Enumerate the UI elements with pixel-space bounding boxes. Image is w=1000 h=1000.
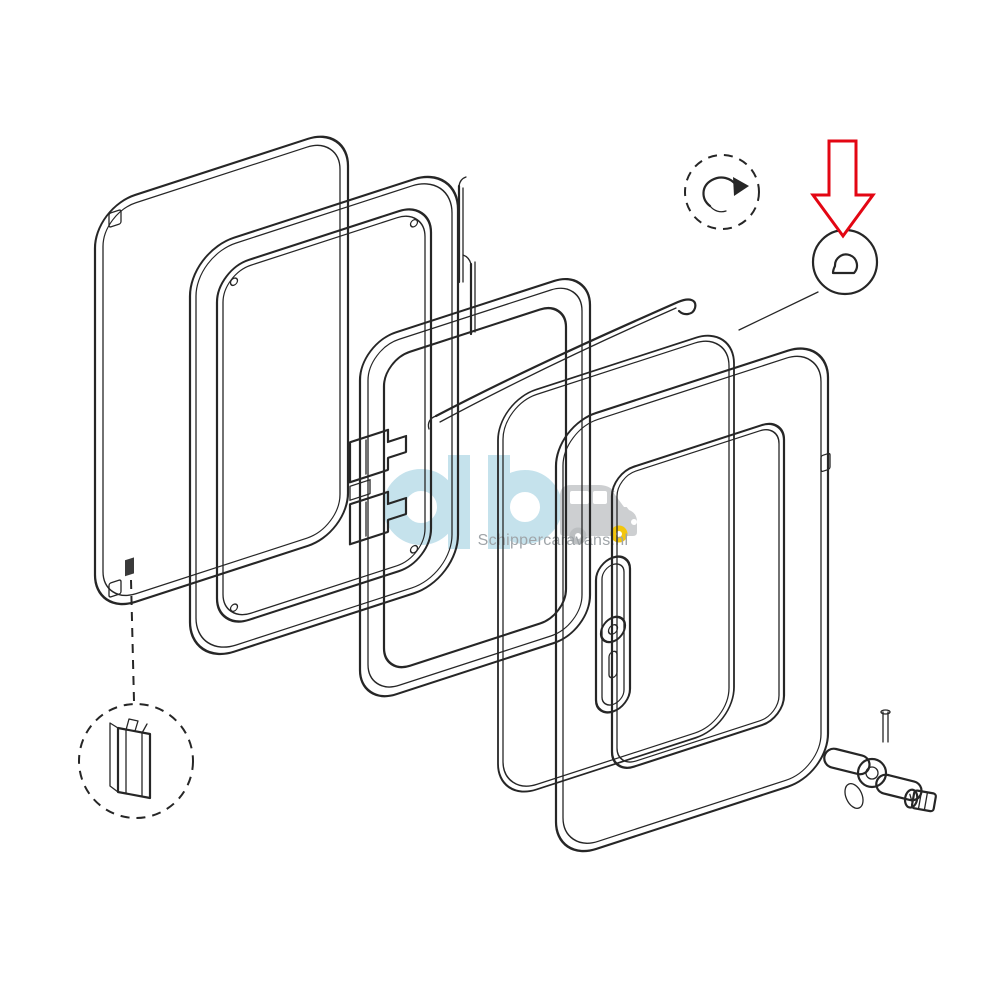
- edge-tab: [820, 452, 831, 473]
- screw-head: [903, 788, 919, 809]
- corner-screw: [229, 603, 239, 613]
- glazing-frame-outline-inner: [195, 183, 453, 648]
- front-frame-opening-inner: [616, 429, 780, 763]
- hook-callout: [684, 154, 760, 230]
- screw-slot: [909, 793, 914, 804]
- letter-a-ring: [383, 469, 459, 545]
- caravan-windshield: [613, 492, 634, 507]
- back-panel-corner-detail-bottom: [108, 579, 122, 598]
- handle-slot: [608, 650, 618, 679]
- lock-barrel-center: [607, 624, 619, 635]
- front-frame-outline: [554, 347, 830, 853]
- detail-leader-line: [130, 579, 135, 702]
- seal-strips: [427, 176, 697, 430]
- glazing-opening: [215, 208, 433, 623]
- latch-upper: [348, 428, 408, 484]
- caravan-side-window: [570, 491, 589, 504]
- panel-clip: [125, 557, 134, 577]
- red-highlight-arrow-icon: [810, 139, 876, 239]
- corner-screw: [409, 544, 419, 554]
- mounting-frame-outline-inner: [367, 287, 583, 688]
- latch-bridge: [349, 479, 371, 501]
- wing-hub: [856, 757, 888, 789]
- wing-hub-center: [865, 766, 879, 780]
- screw: [903, 788, 937, 813]
- latch-lower: [348, 490, 408, 546]
- seal-profile-callout: [738, 228, 879, 331]
- screw-body: [910, 789, 937, 813]
- glazing-frame-outline: [188, 175, 460, 656]
- hook-arrow-icon: [702, 176, 749, 213]
- spring-clip-icon: [109, 718, 152, 800]
- front-frame: [554, 347, 831, 853]
- curved-seal-strip: [434, 298, 697, 418]
- handle: [594, 555, 632, 714]
- detail-circle: [78, 703, 194, 819]
- wing-right: [875, 773, 923, 802]
- corner-screw: [229, 277, 239, 287]
- watermark-caravan-logo: [560, 485, 637, 545]
- clip-detail-callout: [78, 703, 194, 819]
- glazing-frame: [188, 175, 460, 656]
- fastener-pin: [882, 711, 889, 743]
- back-panel: [93, 135, 350, 606]
- back-panel-corner-detail-top: [108, 209, 122, 228]
- wing-boss: [844, 783, 864, 809]
- lock-barrel: [599, 615, 627, 644]
- corner-screw: [409, 218, 419, 228]
- glazing-opening-inner: [222, 215, 426, 616]
- seal-ring-inner: [502, 340, 730, 787]
- back-panel-outline: [93, 135, 350, 606]
- caravan-side-window-2: [593, 491, 607, 504]
- seal-symbol-circle: [811, 228, 879, 296]
- front-frame-outline-inner: [562, 355, 822, 844]
- hook-symbol-circle: [684, 154, 760, 230]
- caravan-headlight: [631, 519, 637, 525]
- mounting-frame-outline: [358, 277, 592, 698]
- front-frame-opening: [610, 422, 786, 769]
- wing-fastener: [823, 709, 923, 809]
- mounting-frame-opening: [382, 307, 568, 669]
- back-panel-inner-outline: [102, 144, 341, 597]
- seal-profile-icon: [831, 253, 859, 275]
- watermark-text: Schippercaravans.nl: [478, 532, 629, 549]
- mounting-frame: [348, 277, 592, 698]
- letter-p-ring: [488, 470, 562, 544]
- wheel-hub-left: [575, 533, 581, 539]
- seal-leader-line: [738, 291, 819, 331]
